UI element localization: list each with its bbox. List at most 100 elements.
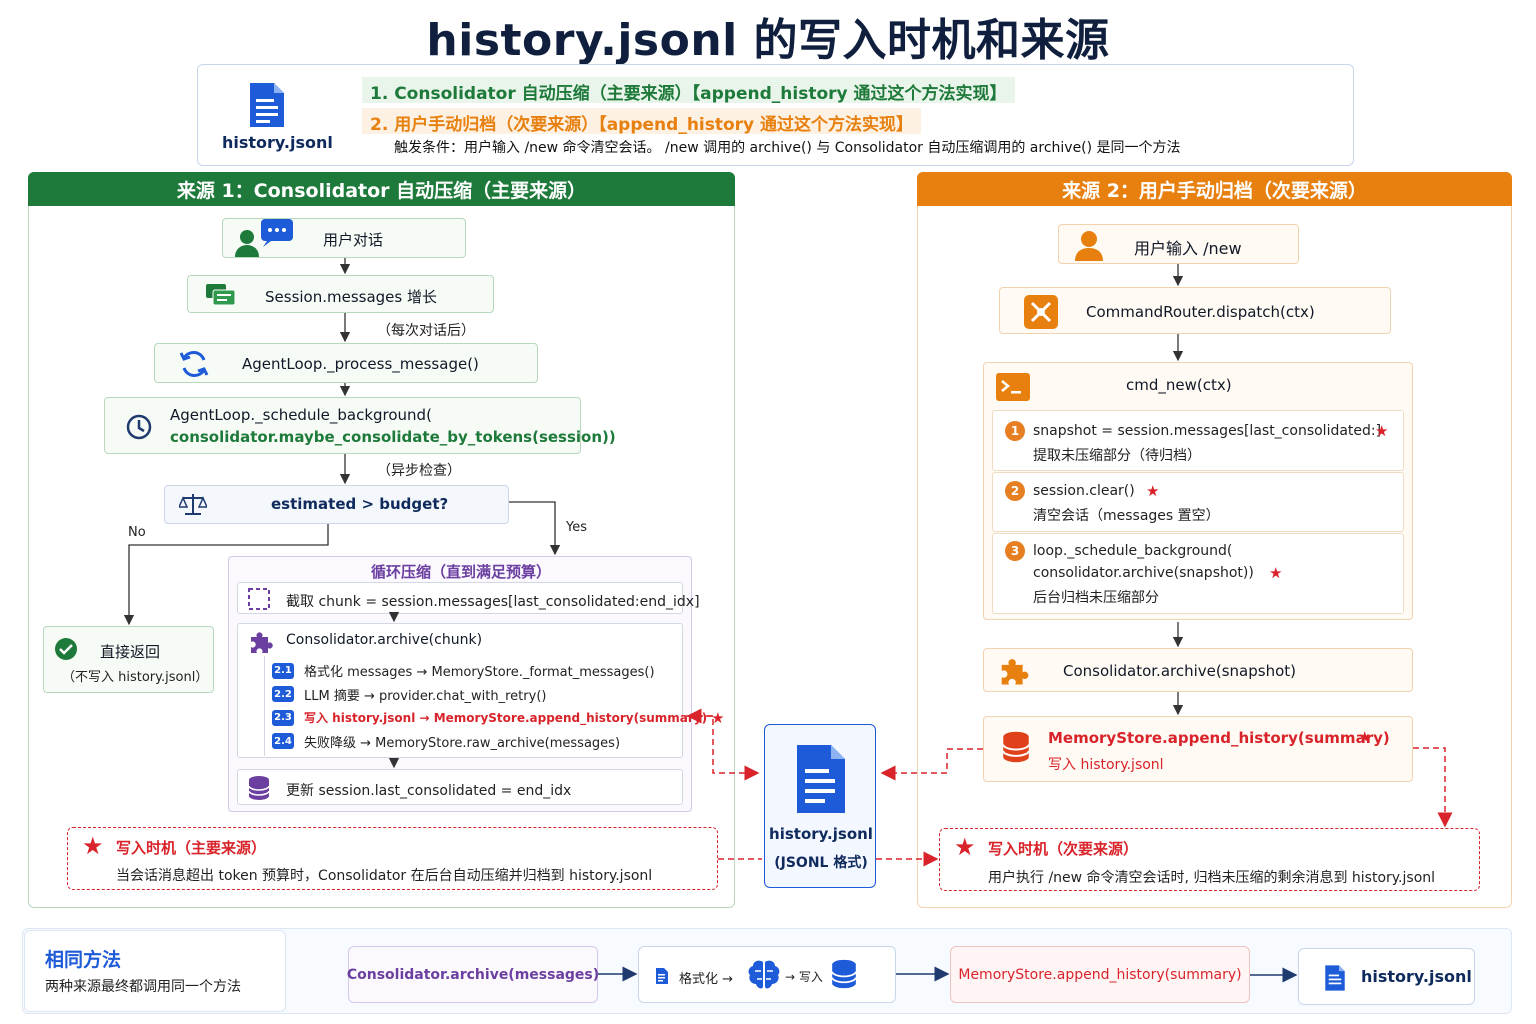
right-timing-box: ★ 写入时机（次要来源） 用户执行 /new 命令清空会话时, 归档未压缩的剩余… xyxy=(939,828,1480,891)
process-message-node: AgentLoop._process_message() xyxy=(154,343,538,383)
user-input-node: 用户输入 /new xyxy=(1058,224,1299,264)
cmd-step-3: 3 loop._schedule_background( consolidato… xyxy=(992,533,1404,614)
star-icon: ★ xyxy=(954,833,976,861)
star-icon: ★ xyxy=(1375,422,1389,440)
step-tag: 2.1 xyxy=(272,662,294,679)
archive-step: 2.3 写入 history.jsonl → MemoryStore.appen… xyxy=(272,706,725,730)
document-icon xyxy=(655,967,669,985)
step-text: LLM 摘要 → provider.chat_with_retry() xyxy=(304,688,547,704)
direct-return-label: 直接返回 xyxy=(100,643,161,661)
right-panel-header: 来源 2：用户手动归档（次要来源） xyxy=(917,172,1512,206)
step-number-3: 3 xyxy=(1005,541,1025,561)
database-icon xyxy=(831,958,857,990)
step-2-desc: 清空会话（messages 置空） xyxy=(1033,508,1220,524)
right-timing-text: 用户执行 /new 命令清空会话时, 归档未压缩的剩余消息到 history.j… xyxy=(988,870,1436,886)
header-line-2: 2. 用户手动归档（次要来源）【append_history 通过这个方法实现】 xyxy=(362,108,922,135)
center-file-label: history.jsonl xyxy=(769,825,873,843)
clock-icon xyxy=(125,413,153,441)
star-icon: ★ xyxy=(82,832,104,860)
user-input-label: 用户输入 /new xyxy=(1134,239,1242,258)
dash-right-append-to-timing xyxy=(1413,747,1453,828)
left-timing-title: 写入时机（主要来源） xyxy=(116,839,267,857)
dispatch-node: CommandRouter.dispatch(ctx) xyxy=(999,287,1391,334)
database-icon xyxy=(248,775,270,801)
archive-step: 2.2 LLM 摘要 → provider.chat_with_retry() xyxy=(272,683,725,707)
session-grow-node: Session.messages 增长 xyxy=(187,275,494,313)
file-icon xyxy=(791,743,851,815)
user-chat-node: 用户对话 xyxy=(222,218,466,258)
file-icon xyxy=(1323,963,1347,993)
header-file-label: history.jsonl xyxy=(222,133,333,152)
step-2-code: session.clear() xyxy=(1033,483,1135,499)
same-method-subtitle: 两种来源最终都调用同一个方法 xyxy=(45,979,241,995)
step-3-line-2: consolidator.archive(snapshot)) xyxy=(1033,565,1254,581)
dash-left-step-to-file xyxy=(686,715,760,781)
bottom-format-label: 格式化 → xyxy=(679,972,734,987)
bottom-append-label: MemoryStore.append_history(summary) xyxy=(958,966,1242,983)
cmd-new-label: cmd_new(ctx) xyxy=(1126,376,1232,394)
step-text: 格式化 messages → MemoryStore._format_messa… xyxy=(304,665,655,681)
step-number-1: 1 xyxy=(1005,421,1025,441)
same-method-box: 相同方法 两种来源最终都调用同一个方法 xyxy=(24,930,286,1012)
step-3-line-3: 后台归档未压缩部分 xyxy=(1033,590,1159,606)
chunk-label: 截取 chunk = session.messages[last_consoli… xyxy=(286,594,700,610)
header-line-3: 触发条件：用户输入 /new 命令清空会话。 /new 调用的 archive(… xyxy=(394,140,1181,156)
bottom-write-label: → 写入 xyxy=(785,970,823,984)
header-info-box: history.jsonl 1. Consolidator 自动压缩（主要来源）… xyxy=(197,64,1354,166)
archive-step: 2.1 格式化 messages → MemoryStore._format_m… xyxy=(272,659,725,683)
bottom-append-node: MemoryStore.append_history(summary) xyxy=(950,946,1250,1003)
archive-snapshot-label: Consolidator.archive(snapshot) xyxy=(1063,662,1296,680)
dash-right-append-to-file xyxy=(880,748,983,781)
archive-step: 2.4 失败降级 → MemoryStore.raw_archive(messa… xyxy=(272,730,725,754)
file-icon xyxy=(246,81,288,133)
direct-return-node: 直接返回 （不写入 history.jsonl） xyxy=(43,626,214,693)
archive-chunk-node: Consolidator.archive(chunk) xyxy=(237,623,683,758)
append-history-node: MemoryStore.append_history(summary) ★ 写入… xyxy=(983,716,1413,782)
messages-icon xyxy=(206,284,236,308)
step-tag: 2.3 xyxy=(272,709,294,726)
dispatch-label: CommandRouter.dispatch(ctx) xyxy=(1086,303,1315,321)
decision-node: estimated > budget? xyxy=(164,485,509,524)
check-circle-icon xyxy=(54,637,78,661)
step-text-highlight: 写入 history.jsonl → MemoryStore.append_hi… xyxy=(304,711,708,726)
step-1-code: snapshot = session.messages[last_consoli… xyxy=(1033,423,1382,439)
balance-scale-icon xyxy=(179,492,207,518)
left-panel-header: 来源 1：Consolidator 自动压缩（主要来源） xyxy=(28,172,735,206)
bottom-archive-node: Consolidator.archive(messages) xyxy=(346,946,600,1003)
update-label: 更新 session.last_consolidated = end_idx xyxy=(286,783,572,799)
archive-snapshot-node: Consolidator.archive(snapshot) xyxy=(983,648,1413,692)
update-node: 更新 session.last_consolidated = end_idx xyxy=(237,769,683,805)
chunk-node: 截取 chunk = session.messages[last_consoli… xyxy=(237,582,700,614)
bottom-archive-label: Consolidator.archive(messages) xyxy=(346,966,600,983)
user-chat-label: 用户对话 xyxy=(323,231,384,249)
bottom-process-node: 格式化 → → 写入 xyxy=(638,946,896,1003)
page-title: history.jsonl 的写入时机和来源 xyxy=(426,15,1110,66)
same-method-title: 相同方法 xyxy=(45,949,122,971)
center-history-file: history.jsonl (JSONL 格式) xyxy=(764,724,876,888)
schedule-background-node: AgentLoop._schedule_background( consolid… xyxy=(104,397,616,454)
database-icon xyxy=(1002,729,1030,765)
loop-title: 循环压缩（直到满足预算） xyxy=(370,563,551,581)
schedule-line-2: consolidator.maybe_consolidate_by_tokens… xyxy=(170,428,616,446)
bottom-file-node: history.jsonl xyxy=(1298,948,1475,1005)
direct-return-note: （不写入 history.jsonl） xyxy=(62,670,209,685)
append-history-label: MemoryStore.append_history(summary) xyxy=(1048,729,1390,747)
refresh-icon xyxy=(179,350,209,378)
star-icon: ★ xyxy=(1358,728,1372,746)
user-icon xyxy=(1073,229,1105,261)
archive-step-list: 2.1 格式化 messages → MemoryStore._format_m… xyxy=(272,659,725,753)
session-grow-label: Session.messages 增长 xyxy=(265,288,437,306)
process-message-label: AgentLoop._process_message() xyxy=(242,355,479,373)
puzzle-icon xyxy=(248,629,274,655)
cmd-step-1: 1 snapshot = session.messages[last_conso… xyxy=(992,410,1404,471)
dashed-select-icon xyxy=(248,588,270,610)
brain-icon xyxy=(747,959,781,991)
bottom-file-label: history.jsonl xyxy=(1361,967,1472,986)
user-chat-icon xyxy=(233,219,293,259)
note-async-check: （异步检查） xyxy=(377,463,461,479)
left-timing-box: ★ 写入时机（主要来源） 当会话消息超出 token 预算时，Consolida… xyxy=(67,827,718,890)
step-1-desc: 提取未压缩部分（待归档） xyxy=(1033,448,1201,464)
star-icon: ★ xyxy=(1146,482,1160,500)
arrow-decision-no xyxy=(123,524,329,626)
